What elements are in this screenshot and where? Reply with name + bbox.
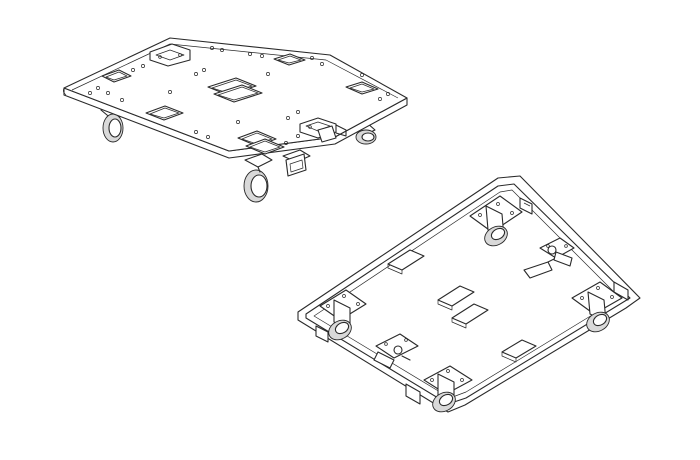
caster-mount-left [315, 289, 367, 343]
dolly-top-view [62, 37, 408, 203]
latch-mechanism-right [523, 237, 575, 279]
latch-mechanism-left [373, 333, 419, 369]
handle-slot [101, 69, 132, 83]
handle-slot [273, 53, 306, 66]
caster-mount-bottom [405, 365, 473, 413]
front-hinge-plate [299, 117, 347, 143]
dolly-underside-view [297, 175, 641, 413]
caster-wheel-front-left [243, 153, 273, 203]
handle-slot [145, 105, 184, 121]
bolt-holes [88, 46, 390, 145]
caster-mount-top [469, 195, 533, 247]
caster-mount-right [571, 281, 629, 333]
handle-slot [345, 81, 379, 95]
pad [387, 249, 425, 271]
pad [501, 339, 537, 359]
pad [451, 303, 489, 325]
handle-slot-center [207, 77, 263, 103]
pad [437, 285, 475, 307]
rear-hinge-plate [149, 43, 191, 67]
caster-wheel-front-right [282, 149, 311, 177]
handle-slot-double [237, 130, 285, 155]
